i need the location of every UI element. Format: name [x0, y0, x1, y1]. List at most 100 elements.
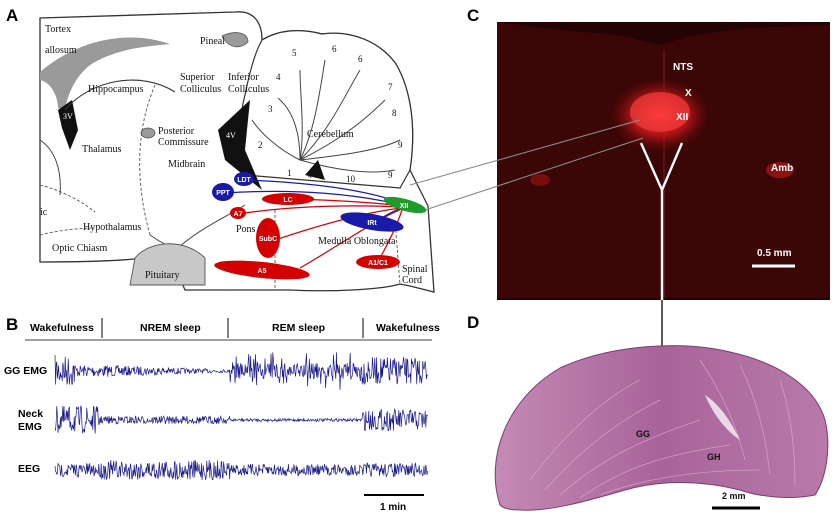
label-pineal: Pineal — [200, 36, 225, 47]
branch-arrow — [639, 142, 684, 300]
lc-nucleus — [262, 193, 314, 205]
lobule-6a: 6 — [332, 44, 337, 54]
ldt-nucleus — [234, 172, 254, 186]
label-inferior-colliculus-2: Colliculus — [228, 84, 269, 95]
trace-neck-emg — [54, 405, 428, 434]
label-optic-chiasm: Optic Chiasm — [52, 243, 107, 254]
fourth-ventricle-shape — [218, 100, 262, 190]
lobule-1: 1 — [287, 168, 292, 178]
pineal-gland — [221, 32, 249, 48]
label-third-ventricle: 3V — [63, 112, 73, 121]
panel-d-letter: D — [467, 313, 479, 332]
tongue-fibers — [529, 359, 796, 499]
panel-b-letter: B — [6, 315, 18, 334]
label-4v-b: 4V — [308, 171, 318, 180]
trace-label-eeg: EEG — [18, 463, 40, 475]
pituitary-gland — [129, 243, 206, 286]
label-pituitary: Pituitary — [145, 270, 179, 281]
label-lc: LC — [283, 197, 292, 204]
label-callosum: allosum — [45, 45, 77, 56]
label-hypothalamus: Hypothalamus — [83, 222, 141, 233]
label-subc: SubC — [259, 236, 277, 243]
label-ppt: PPT — [216, 190, 230, 197]
lobule-2: 2 — [258, 140, 263, 150]
label-4v-a: 4V — [226, 131, 236, 140]
label-xii-c: XII — [676, 112, 688, 123]
panel-a: A — [6, 6, 435, 293]
label-midbrain: Midbrain — [168, 159, 205, 170]
scale-bar-c-label: 0.5 mm — [757, 248, 792, 259]
label-x: X — [685, 88, 692, 99]
label-hippocampus: Hippocampus — [88, 84, 144, 95]
corpus-callosum — [40, 37, 170, 111]
label-posterior-commissure-1: Posterior — [158, 126, 195, 137]
trace-neck-waveform — [54, 405, 428, 434]
trace-eeg-waveform — [54, 459, 428, 481]
lobule-8: 8 — [392, 108, 397, 118]
label-a7: A7 — [234, 211, 243, 218]
cerebellum-outline — [239, 30, 414, 189]
label-nts: NTS — [673, 62, 693, 73]
label-xii: XII — [400, 203, 409, 210]
label-inferior-colliculus-1: Inferior — [228, 72, 259, 83]
scale-bar-d-label: 2 mm — [722, 491, 746, 501]
hippocampus-outline — [64, 79, 176, 111]
label-superior-colliculus-1: Superior — [180, 72, 215, 83]
state-label-wake-2: Wakefulness — [376, 322, 440, 334]
cerebellum-folia — [251, 59, 401, 173]
state-label-wake-1: Wakefulness — [30, 322, 94, 334]
a1c1-nucleus — [356, 255, 400, 269]
ppt-nucleus — [212, 183, 234, 201]
label-irt: IRt — [367, 220, 377, 227]
lobule-3: 3 — [268, 104, 273, 114]
label-ldt: LDT — [237, 177, 251, 184]
panel-b: B Wakefulness NREM sleep REM sleep Wakef… — [4, 315, 440, 513]
subc-nucleus — [256, 218, 280, 258]
panel-d: D GG GH 2 mm — [467, 313, 829, 511]
label-pons: Pons — [236, 224, 256, 235]
panel-a-letter: A — [6, 6, 18, 25]
label-posterior-commissure-2: Commissure — [158, 137, 209, 148]
state-label-rem: REM sleep — [272, 322, 325, 334]
trace-label-neck-line2: EMG — [18, 421, 42, 433]
panel-c-letter: C — [467, 6, 479, 25]
lobule-4: 4 — [276, 72, 281, 82]
label-amb: Amb — [771, 163, 793, 174]
label-a5: A5 — [258, 268, 267, 275]
a5-nucleus — [214, 260, 310, 280]
trace-label-gg-emg: GG EMG — [4, 365, 47, 377]
third-ventricle — [58, 100, 78, 150]
a7-nucleus — [230, 207, 246, 219]
panel-c: C NTS X XII Amb 0.5 mm — [467, 6, 830, 300]
amb-stain — [766, 162, 794, 178]
label-cortex: Tortex — [45, 24, 71, 35]
tongue-cleft — [705, 395, 740, 440]
fourth-ventricle-small — [305, 160, 325, 180]
state-dividers — [101, 318, 364, 338]
lobule-9a: 9 — [398, 140, 403, 150]
trace-gg-waveform — [54, 352, 428, 390]
posterior-commissure — [140, 127, 156, 139]
lobule-7: 7 — [388, 82, 393, 92]
trace-eeg — [54, 459, 428, 481]
lobule-6b: 6 — [358, 54, 363, 64]
lobule-5: 5 — [292, 48, 297, 58]
xii-nucleus — [383, 196, 427, 214]
amb-stain-left — [530, 174, 550, 186]
scale-bar-b-label: 1 min — [380, 502, 406, 513]
label-cut: ic — [40, 207, 48, 218]
label-thalamus: Thalamus — [82, 144, 122, 155]
tongue-section — [494, 345, 829, 511]
trace-gg-emg — [54, 352, 428, 390]
label-cerebellum: Cerebellum — [307, 129, 354, 140]
label-spinal-cord-1: Spinal — [402, 264, 428, 275]
label-spinal-cord-2: Cord — [402, 275, 422, 286]
label-a1c1: A1/C1 — [368, 260, 388, 267]
lobule-10: 10 — [346, 174, 356, 184]
brain-divisions — [39, 84, 401, 290]
state-label-nrem: NREM sleep — [140, 322, 201, 334]
label-gh: GH — [707, 452, 721, 462]
label-superior-colliculus-2: Colliculus — [180, 84, 221, 95]
trace-label-neck-line1: Neck — [18, 408, 43, 420]
